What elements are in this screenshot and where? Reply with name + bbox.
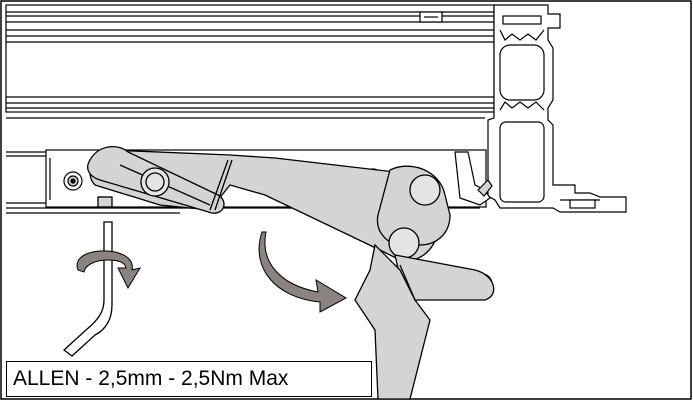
sash-profile (5, 4, 495, 113)
rotation-arrow-icon (76, 250, 142, 290)
caption-label: ALLEN - 2,5mm - 2,5Nm Max (6, 361, 372, 397)
allen-key-icon (62, 196, 113, 357)
turn-arrow-icon (258, 231, 348, 313)
latch-detail (454, 151, 493, 206)
frame-profile (487, 4, 627, 213)
hinge-arm (87, 145, 495, 400)
